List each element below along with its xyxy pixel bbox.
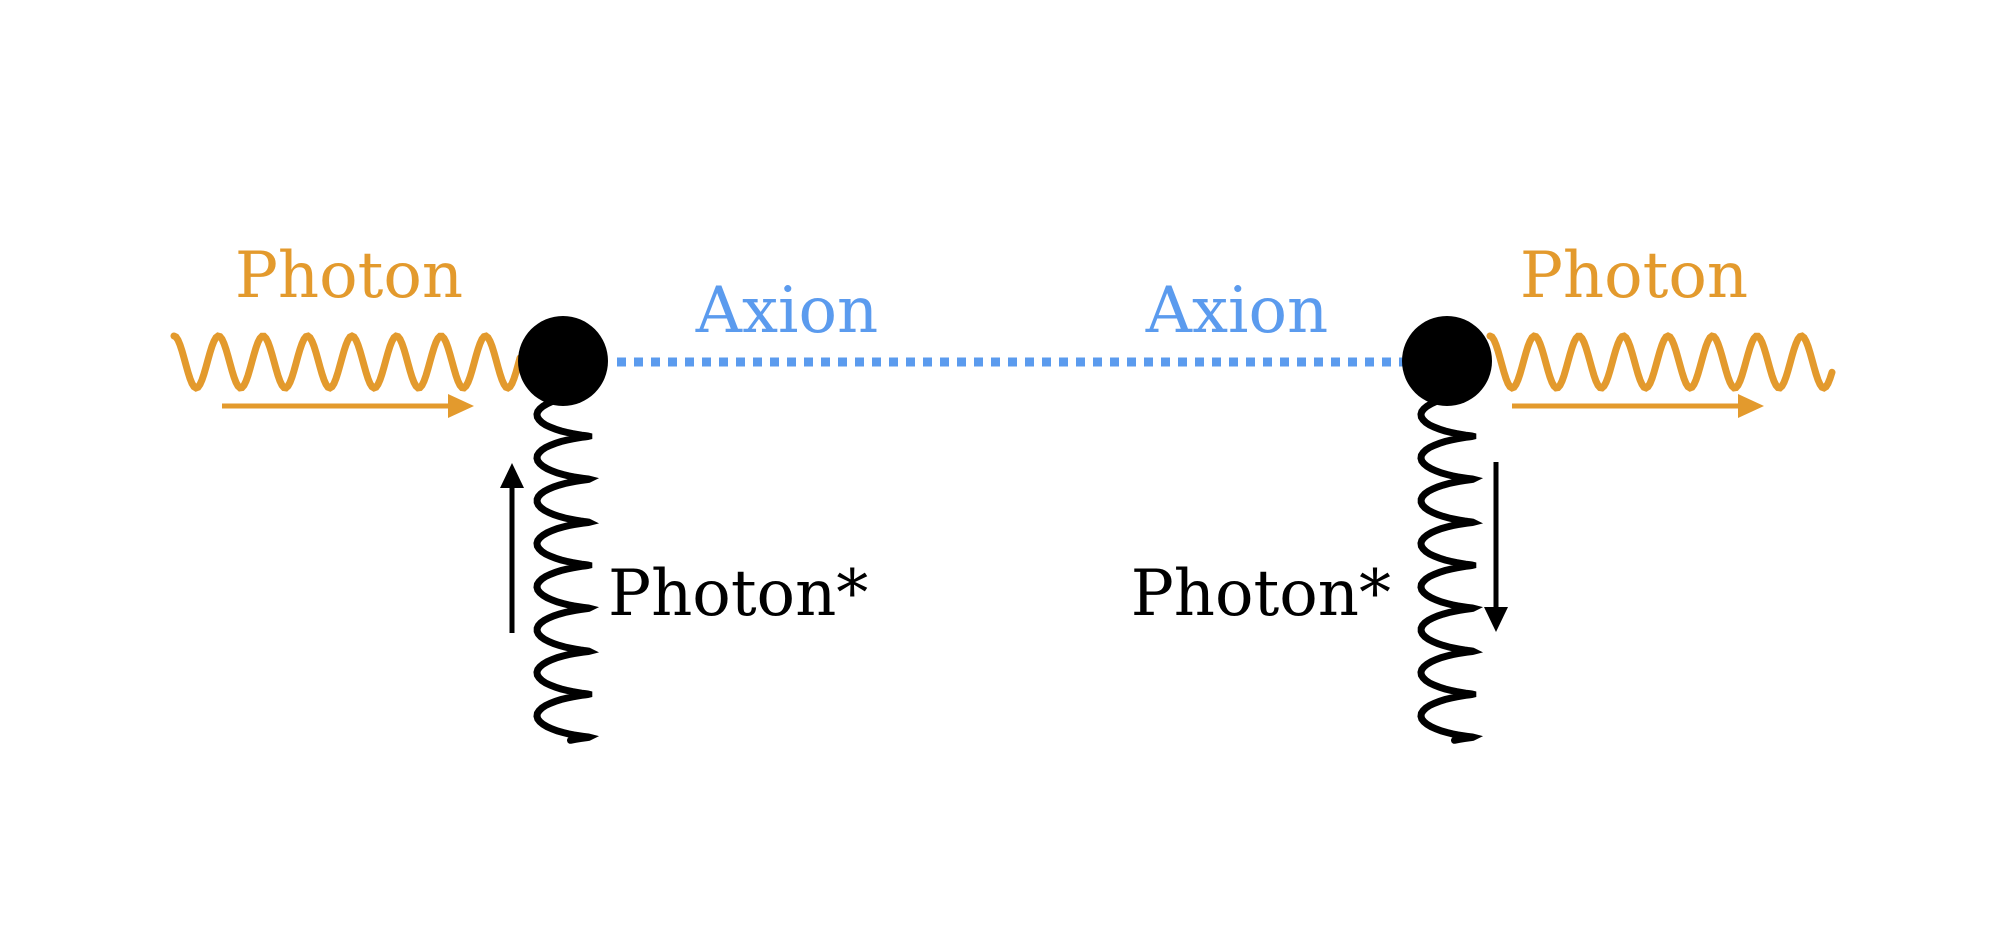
- left-vertex: [518, 316, 608, 406]
- axion-left-label: Axion: [695, 274, 879, 348]
- photon-out-label: Photon: [1520, 239, 1748, 313]
- virtual-photon-right-arrow: [1484, 462, 1508, 632]
- virtual-photon-left-label: Photon*: [608, 557, 868, 631]
- outgoing-photon-arrow: [1512, 394, 1764, 418]
- axion-right-label: Axion: [1145, 274, 1329, 348]
- incoming-photon-arrow: [222, 394, 474, 418]
- virtual-photon-right-wave: [1417, 394, 1484, 744]
- photon-in-label: Photon: [235, 239, 463, 313]
- virtual-photon-left-arrow: [500, 463, 524, 633]
- virtual-photon-right-label: Photon*: [1131, 557, 1391, 631]
- virtual-photon-left-wave: [533, 394, 600, 744]
- outgoing-photon-wave: [1486, 332, 1836, 392]
- incoming-photon-wave: [170, 332, 524, 392]
- right-vertex: [1402, 316, 1492, 406]
